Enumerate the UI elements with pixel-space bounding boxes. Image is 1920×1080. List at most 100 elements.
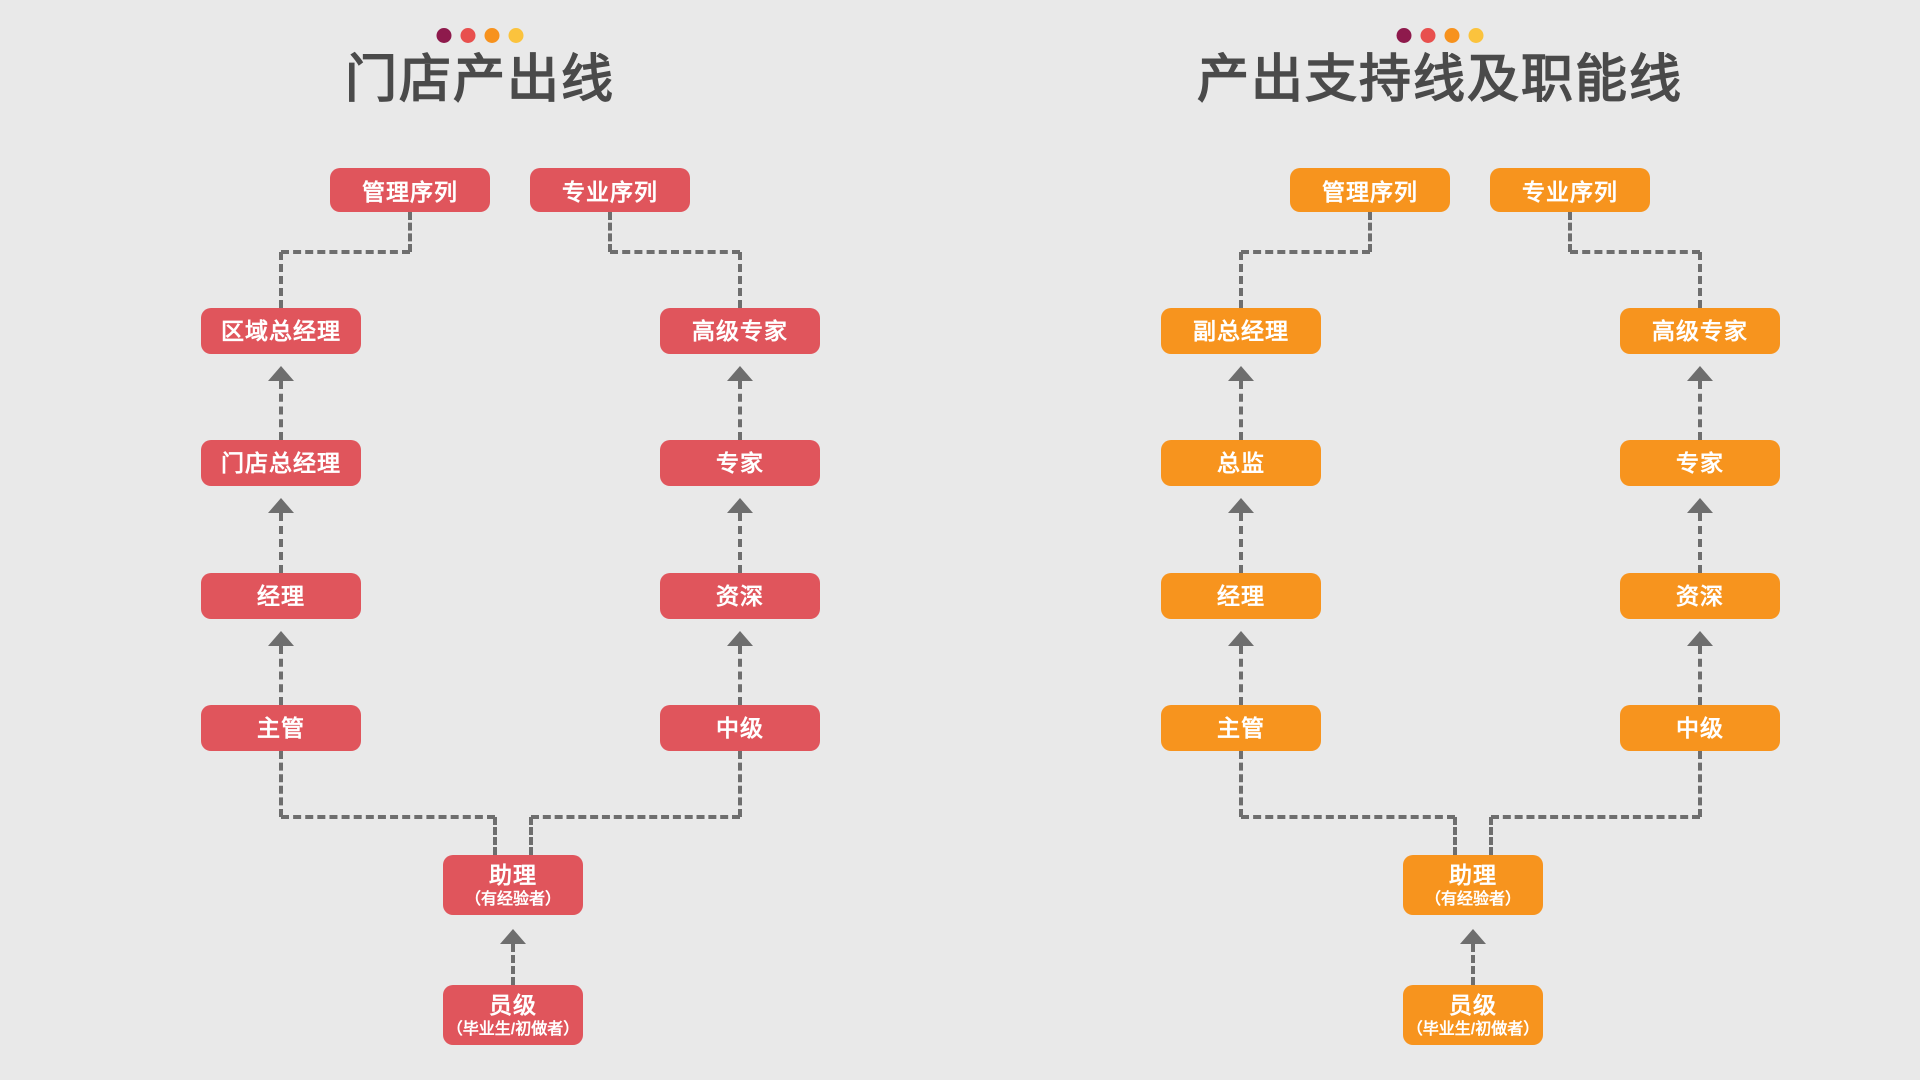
- connector-management-header-stub: [1368, 212, 1372, 252]
- connector-professional-header-horizontal: [1570, 250, 1700, 254]
- entry-box-label: 员级: [489, 991, 537, 1018]
- connector-management-header-stub: [408, 212, 412, 252]
- connector-bus-left: [281, 815, 495, 819]
- level-box-professional-1[interactable]: 专家: [660, 440, 820, 486]
- assistant-box[interactable]: 助理 （有经验者）: [443, 855, 583, 915]
- assistant-box[interactable]: 助理 （有经验者）: [1403, 855, 1543, 915]
- arrow-professional-0: [727, 366, 753, 381]
- connector-management-0: [1239, 381, 1243, 440]
- panel-store-output-line: 门店产出线管理序列专业序列区域总经理门店总经理经理主管 高级专家专家资深中级助理 （…: [201, 28, 820, 1045]
- level-box-management-1[interactable]: 总监: [1161, 440, 1321, 486]
- level-box-professional-2-label: 资深: [1676, 583, 1724, 609]
- level-box-management-2[interactable]: 经理: [1161, 573, 1321, 619]
- level-box-professional-3-label: 中级: [1676, 715, 1724, 741]
- arrow-management-2: [268, 631, 294, 646]
- connector-bus-right: [531, 815, 740, 819]
- level-box-professional-1[interactable]: 专家: [1620, 440, 1780, 486]
- connector-professional-2: [738, 646, 742, 705]
- entry-box-label: 员级: [1449, 991, 1497, 1018]
- dot-3: [1444, 28, 1460, 43]
- level-box-management-1[interactable]: 门店总经理: [201, 440, 361, 486]
- connector-entry-to-assistant: [1471, 944, 1475, 985]
- level-box-professional-3-label: 中级: [716, 715, 764, 741]
- level-box-management-2-label: 经理: [1217, 583, 1265, 609]
- entry-box[interactable]: 员级（毕业生/初做者）: [443, 985, 583, 1045]
- assistant-box-sublabel: （有经验者）: [1424, 890, 1521, 908]
- level-box-management-0-label: 区域总经理: [221, 318, 341, 344]
- connector-professional-header-horizontal: [610, 250, 740, 254]
- connector-management-2: [279, 646, 283, 705]
- dot-2: [460, 28, 476, 43]
- connector-assistant-stub-right: [1489, 817, 1493, 855]
- connector-professional-0: [738, 381, 742, 440]
- arrow-management-0: [268, 366, 294, 381]
- dot-4: [1468, 28, 1484, 43]
- header-badge-management[interactable]: 管理序列: [1290, 168, 1450, 212]
- level-box-professional-3[interactable]: 中级: [660, 705, 820, 751]
- level-box-management-0[interactable]: 区域总经理: [201, 308, 361, 354]
- level-box-professional-0-label: 高级专家: [692, 318, 788, 344]
- connector-professional-header-drop: [1698, 252, 1702, 308]
- entry-box[interactable]: 员级 （毕业生/初做者）: [1403, 985, 1543, 1045]
- arrow-professional-2: [727, 631, 753, 646]
- connector-management-1: [279, 513, 283, 573]
- assistant-box-sublabel: （有经验者）: [464, 890, 561, 908]
- level-box-management-3[interactable]: 主管: [1161, 705, 1321, 751]
- header-badge-management[interactable]: 管理序列: [330, 168, 490, 212]
- arrow-management-1: [1228, 498, 1254, 513]
- connector-professional-2: [1698, 646, 1702, 705]
- connector-professional-1: [738, 513, 742, 573]
- connector-management-header-horizontal: [281, 250, 410, 254]
- level-box-management-1-label: 总监: [1217, 450, 1265, 476]
- arrow-entry-to-assistant: [1460, 929, 1486, 944]
- connector-bus-right: [1491, 815, 1700, 819]
- header-badge-professional[interactable]: 专业序列: [1490, 168, 1650, 212]
- connector-professional-0: [1698, 381, 1702, 440]
- arrow-professional-2: [1687, 631, 1713, 646]
- level-box-professional-2[interactable]: 资深: [1620, 573, 1780, 619]
- title-dots: [1396, 28, 1484, 43]
- assistant-box-label: 助理: [489, 861, 537, 888]
- level-box-professional-2[interactable]: 资深: [660, 573, 820, 619]
- level-box-professional-3[interactable]: 中级: [1620, 705, 1780, 751]
- level-box-professional-0[interactable]: 高级专家: [660, 308, 820, 354]
- level-box-professional-1-label: 专家: [716, 450, 764, 476]
- level-box-management-3-label: 主管: [1217, 715, 1265, 741]
- connector-riser-professional: [1698, 751, 1702, 817]
- connector-assistant-stub-left: [493, 817, 497, 855]
- connector-management-0: [279, 381, 283, 440]
- entry-box-sublabel: （毕业生/初做者）: [1406, 1020, 1540, 1038]
- arrow-management-1: [268, 498, 294, 513]
- dot-3: [484, 28, 500, 43]
- connector-management-header-drop: [279, 252, 283, 308]
- dot-1: [1396, 28, 1412, 43]
- connector-riser-professional: [738, 751, 742, 817]
- header-badge-professional[interactable]: 专业序列: [530, 168, 690, 212]
- level-box-management-2[interactable]: 经理: [201, 573, 361, 619]
- panel-support-and-function-line: 产出支持线及职能线管理序列专业序列副总经理总监经理主管 高级专家专家资深中级助理 （…: [960, 0, 1920, 1080]
- arrow-professional-0: [1687, 366, 1713, 381]
- level-box-management-0[interactable]: 副总经理: [1161, 308, 1321, 354]
- dot-4: [508, 28, 524, 43]
- panel-title: 产出支持线及职能线: [1196, 51, 1683, 109]
- level-box-management-1-label: 门店总经理: [221, 450, 341, 476]
- arrow-management-0: [1228, 366, 1254, 381]
- connector-riser-management: [279, 751, 283, 817]
- connector-management-header-drop: [1239, 252, 1243, 308]
- connector-management-header-horizontal: [1241, 250, 1370, 254]
- assistant-box-label: 助理: [1449, 861, 1497, 888]
- arrow-professional-1: [727, 498, 753, 513]
- level-box-professional-0[interactable]: 高级专家: [1620, 308, 1780, 354]
- arrow-entry-to-assistant: [500, 929, 526, 944]
- level-box-management-2-label: 经理: [257, 583, 305, 609]
- connector-assistant-stub-left: [1453, 817, 1457, 855]
- title-dots: [436, 28, 524, 43]
- panel-title: 门店产出线: [344, 51, 615, 109]
- connector-professional-1: [1698, 513, 1702, 573]
- connector-entry-to-assistant: [511, 944, 515, 985]
- connector-assistant-stub-right: [529, 817, 533, 855]
- connector-professional-header-stub: [1568, 212, 1572, 252]
- level-box-management-3[interactable]: 主管: [201, 705, 361, 751]
- connector-riser-management: [1239, 751, 1243, 817]
